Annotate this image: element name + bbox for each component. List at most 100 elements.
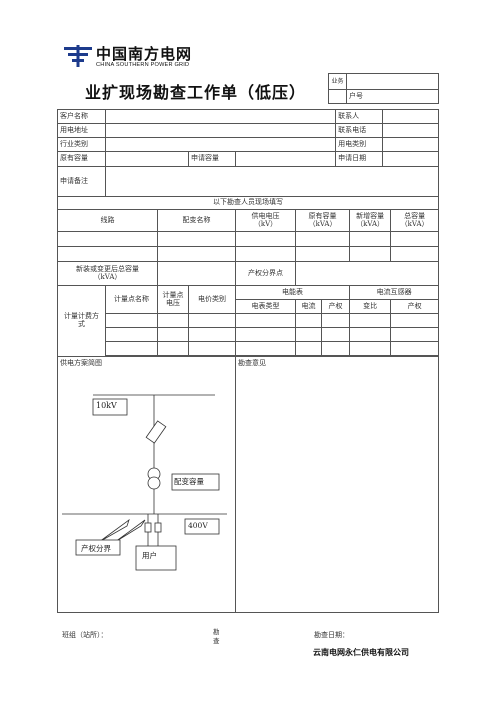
- metering-cell[interactable]: [295, 313, 322, 328]
- opinion-label: 勘查意见: [238, 359, 266, 367]
- metering-cell[interactable]: [188, 327, 236, 342]
- usage-type-label: 用电类别: [335, 137, 384, 152]
- apply-date-label: 申请日期: [335, 151, 384, 167]
- apply-note-field[interactable]: [104, 166, 440, 197]
- ye-wu-label: 业务: [328, 73, 347, 90]
- line-cell-1[interactable]: [57, 231, 158, 247]
- phone-field[interactable]: [382, 123, 440, 138]
- transformer-capacity-label: 配变容量: [174, 477, 204, 486]
- transformer-name-header: 配变名称: [157, 209, 236, 232]
- transformer-cell-1[interactable]: [157, 231, 236, 247]
- metering-cell[interactable]: [349, 341, 392, 356]
- metering-cell[interactable]: [235, 313, 296, 328]
- metering-cell[interactable]: [105, 327, 158, 342]
- metering-cell[interactable]: [235, 341, 296, 356]
- boundary-callout: [98, 518, 130, 543]
- metering-cell[interactable]: [349, 313, 392, 328]
- after-total-label: 新装或变更后总容量（kVA）: [57, 261, 158, 286]
- orig-cell-2[interactable]: [294, 246, 351, 262]
- metering-cell[interactable]: [295, 341, 322, 356]
- label-10kv-box: [92, 398, 128, 416]
- customer-name-field[interactable]: [104, 109, 337, 124]
- contact-label: 联系人: [335, 109, 384, 124]
- boundary-field[interactable]: [294, 261, 440, 286]
- boundary-label-box: [75, 539, 121, 556]
- survey-section-heading: 以下勘查人员现场填写: [56, 196, 440, 210]
- metering-cell[interactable]: [105, 313, 158, 328]
- metering-cell[interactable]: [188, 313, 236, 328]
- meter-type-header: 电表类型: [235, 299, 296, 314]
- contact-field[interactable]: [382, 109, 440, 124]
- after-total-field[interactable]: [157, 261, 236, 286]
- voltage-cell-2[interactable]: [235, 246, 296, 262]
- metering-cell[interactable]: [390, 341, 440, 356]
- total-capacity-header: 总容量（kVA）: [390, 209, 440, 232]
- metering-cell[interactable]: [390, 327, 440, 342]
- line-cell-2[interactable]: [57, 246, 158, 262]
- apply-capacity-label: 申请容量: [188, 151, 236, 167]
- metering-cell[interactable]: [320, 327, 351, 342]
- opinion-cell[interactable]: 勘查意见: [234, 356, 440, 613]
- metering-cell[interactable]: [157, 341, 189, 356]
- ct-header: 电流互感器: [349, 285, 440, 300]
- current-header: 电流: [295, 299, 322, 314]
- industry-field[interactable]: [104, 137, 337, 152]
- label-400v: 400V: [188, 521, 208, 530]
- survey-date-label: 勘查日期：: [314, 631, 349, 639]
- metering-cell[interactable]: [349, 327, 392, 342]
- apply-note-label: 申请备注: [57, 166, 106, 197]
- transformer-coil-2: [147, 476, 161, 490]
- phone-label: 联系电话: [335, 123, 384, 138]
- total-cell-2[interactable]: [390, 246, 440, 262]
- metering-cell[interactable]: [188, 341, 236, 356]
- boundary-label: 产权分界: [81, 544, 111, 553]
- ct-ownership-header: 产权: [390, 299, 440, 314]
- industry-label: 行业类别: [57, 137, 106, 152]
- total-cell-1[interactable]: [390, 231, 440, 247]
- label-10kv: 10kV: [96, 401, 117, 410]
- apply-date-field[interactable]: [382, 151, 440, 167]
- metering-cell[interactable]: [295, 327, 322, 342]
- metering-method-label: 计量计费方式: [57, 285, 106, 357]
- survey-form-table: 客户名称 联系人 用电地址 联系电话 行业类别 用电类别 原有容量 申请容量 申…: [56, 109, 440, 613]
- orig-cell-1[interactable]: [294, 231, 351, 247]
- metering-cell[interactable]: [157, 313, 189, 328]
- logo-chinese-text: 中国南方电网: [96, 45, 193, 63]
- user-label: 用户: [142, 551, 157, 560]
- existing-capacity-field[interactable]: [105, 151, 189, 167]
- new-cell-2[interactable]: [349, 246, 392, 262]
- ye-wu-value[interactable]: [346, 73, 439, 90]
- metering-cell[interactable]: [235, 327, 296, 342]
- page-title: 业扩现场勘查工作单（低压）: [85, 83, 307, 102]
- company-name: 云南电网永仁供电有限公司: [313, 648, 409, 657]
- address-label: 用电地址: [57, 123, 106, 138]
- point-name-header: 计量点名称: [105, 285, 158, 314]
- meter-header: 电能表: [234, 285, 351, 300]
- metering-cell[interactable]: [320, 341, 351, 356]
- orig-capacity-header: 原有容量（kVA）: [294, 209, 351, 232]
- metering-cell[interactable]: [390, 313, 440, 328]
- customer-name-label: 客户名称: [57, 109, 106, 124]
- usage-type-field[interactable]: [382, 137, 440, 152]
- ownership-header: 产权: [320, 299, 351, 314]
- price-type-header: 电价类别: [188, 285, 236, 314]
- transformer-cell-2[interactable]: [157, 246, 236, 262]
- china-southern-grid-logo-icon: [64, 45, 92, 67]
- metering-cell[interactable]: [105, 341, 158, 356]
- address-field[interactable]: [104, 123, 337, 138]
- fuse-symbol: [145, 420, 167, 444]
- surveyor-label: 勘查: [213, 628, 220, 645]
- voltage-cell-1[interactable]: [235, 231, 296, 247]
- logo-english-text: CHINA SOUTHERN POWER GRID: [96, 62, 190, 68]
- supply-scheme-diagram: [62, 394, 227, 571]
- existing-capacity-label: 原有容量: [57, 151, 106, 167]
- line-header: 线路: [57, 209, 158, 232]
- new-cell-1[interactable]: [349, 231, 392, 247]
- hu-hao-label: 户号: [346, 89, 439, 104]
- metering-cell[interactable]: [320, 313, 351, 328]
- new-capacity-header: 新增容量（kVA）: [349, 209, 392, 232]
- ratio-header: 变比: [349, 299, 392, 314]
- metering-cell[interactable]: [157, 327, 189, 342]
- apply-capacity-field[interactable]: [234, 151, 337, 167]
- label-400v-box: [184, 518, 220, 535]
